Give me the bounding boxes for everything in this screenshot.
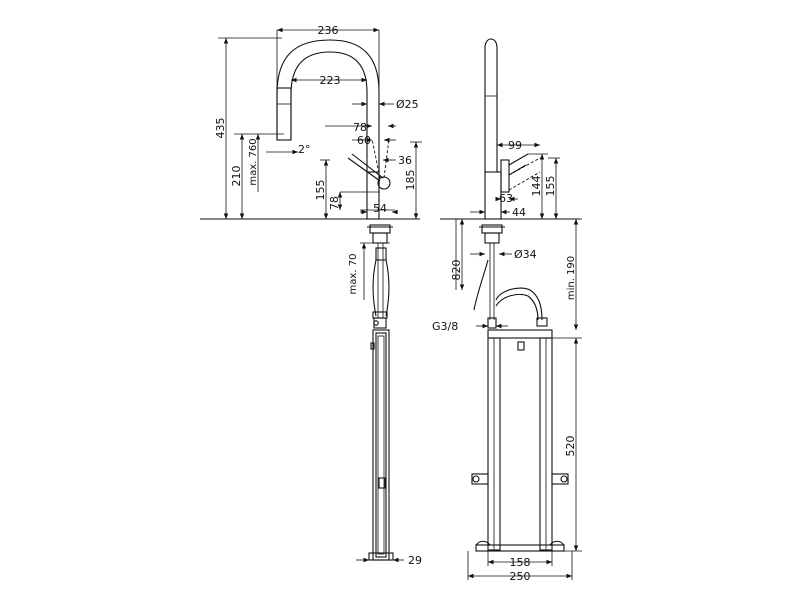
dim-158: 158 xyxy=(510,556,531,569)
dim-max-760: max. 760 xyxy=(248,138,259,185)
dim-210: 210 xyxy=(230,166,243,187)
dim-155-side: 155 xyxy=(544,176,557,197)
front-spout xyxy=(276,39,380,172)
dim-185: 185 xyxy=(404,170,417,191)
dim-max-70: max. 70 xyxy=(348,254,359,295)
front-dimensions: 236 223 Ø25 435 78 60 36 210 max. 760 2° xyxy=(214,24,422,567)
side-mounting xyxy=(473,224,548,329)
dim-820: 820 xyxy=(450,260,463,281)
dim-78-bottom: 78 xyxy=(328,196,341,210)
dim-63: 63 xyxy=(499,192,513,205)
dim-g3-8: G3/8 xyxy=(432,320,458,333)
side-dimensions: 99 144 155 63 44 820 Ø34 min. 190 xyxy=(432,139,582,583)
front-view: 236 223 Ø25 435 78 60 36 210 max. 760 2° xyxy=(200,24,422,567)
dim-155: 155 xyxy=(314,180,327,201)
dim-250: 250 xyxy=(510,570,531,583)
side-view: 99 144 155 63 44 820 Ø34 min. 190 xyxy=(432,38,582,583)
dim-54: 54 xyxy=(373,202,387,215)
dim-144: 144 xyxy=(530,176,543,197)
dim-520: 520 xyxy=(564,436,577,457)
dim-36: 36 xyxy=(398,154,412,167)
dim-2-degree: 2° xyxy=(298,143,311,156)
front-mounting xyxy=(367,224,393,329)
dim-223: 223 xyxy=(320,74,341,87)
dim-44: 44 xyxy=(512,206,526,219)
dim-60: 60 xyxy=(357,134,371,147)
front-body xyxy=(200,138,420,220)
dim-78-top: 78 xyxy=(353,121,367,134)
dim-99: 99 xyxy=(508,139,522,152)
dim-34-diameter: Ø34 xyxy=(514,248,537,261)
dim-min-190: min. 190 xyxy=(566,256,577,300)
dim-29: 29 xyxy=(408,554,422,567)
dim-236: 236 xyxy=(318,24,339,37)
dim-435: 435 xyxy=(214,118,227,139)
dim-25-diameter: Ø25 xyxy=(396,98,419,111)
front-weight-housing xyxy=(368,329,394,561)
side-weight-housing xyxy=(471,329,569,552)
